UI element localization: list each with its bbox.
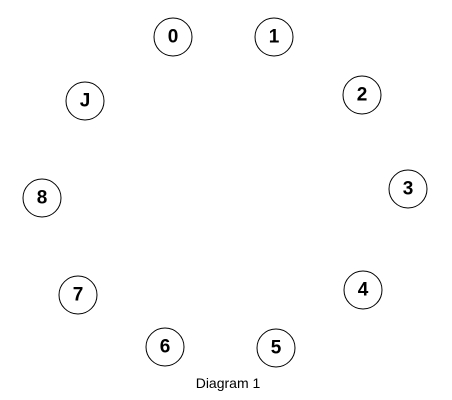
node-circle-4 <box>343 270 383 310</box>
node-label-1: 1 <box>269 27 280 48</box>
node-circle-6 <box>145 327 185 367</box>
node-4: 4 <box>343 270 383 310</box>
node-circle-j <box>65 81 105 121</box>
node-circle-3 <box>388 169 428 209</box>
node-7: 7 <box>58 275 98 315</box>
node-6: 6 <box>145 327 185 367</box>
node-label-7: 7 <box>73 285 84 306</box>
diagram-caption: Diagram 1 <box>196 375 261 391</box>
node-8: 8 <box>22 178 62 218</box>
node-0: 0 <box>153 17 193 57</box>
node-5: 5 <box>256 328 296 368</box>
node-label-j: J <box>80 91 91 112</box>
node-label-8: 8 <box>37 188 48 209</box>
node-j: J <box>65 81 105 121</box>
node-label-2: 2 <box>357 85 368 106</box>
node-circle-2 <box>342 75 382 115</box>
node-label-0: 0 <box>168 27 179 48</box>
node-group: 0 1 2 3 4 5 6 7 8 J <box>22 17 428 368</box>
node-label-4: 4 <box>358 280 369 301</box>
node-circle-8 <box>22 178 62 218</box>
node-circle-5 <box>256 328 296 368</box>
node-1: 1 <box>254 17 294 57</box>
node-circle-0 <box>153 17 193 57</box>
node-label-3: 3 <box>403 179 414 200</box>
node-circle-7 <box>58 275 98 315</box>
node-2: 2 <box>342 75 382 115</box>
node-label-5: 5 <box>271 338 282 359</box>
node-circle-1 <box>254 17 294 57</box>
node-label-6: 6 <box>160 337 171 358</box>
node-3: 3 <box>388 169 428 209</box>
